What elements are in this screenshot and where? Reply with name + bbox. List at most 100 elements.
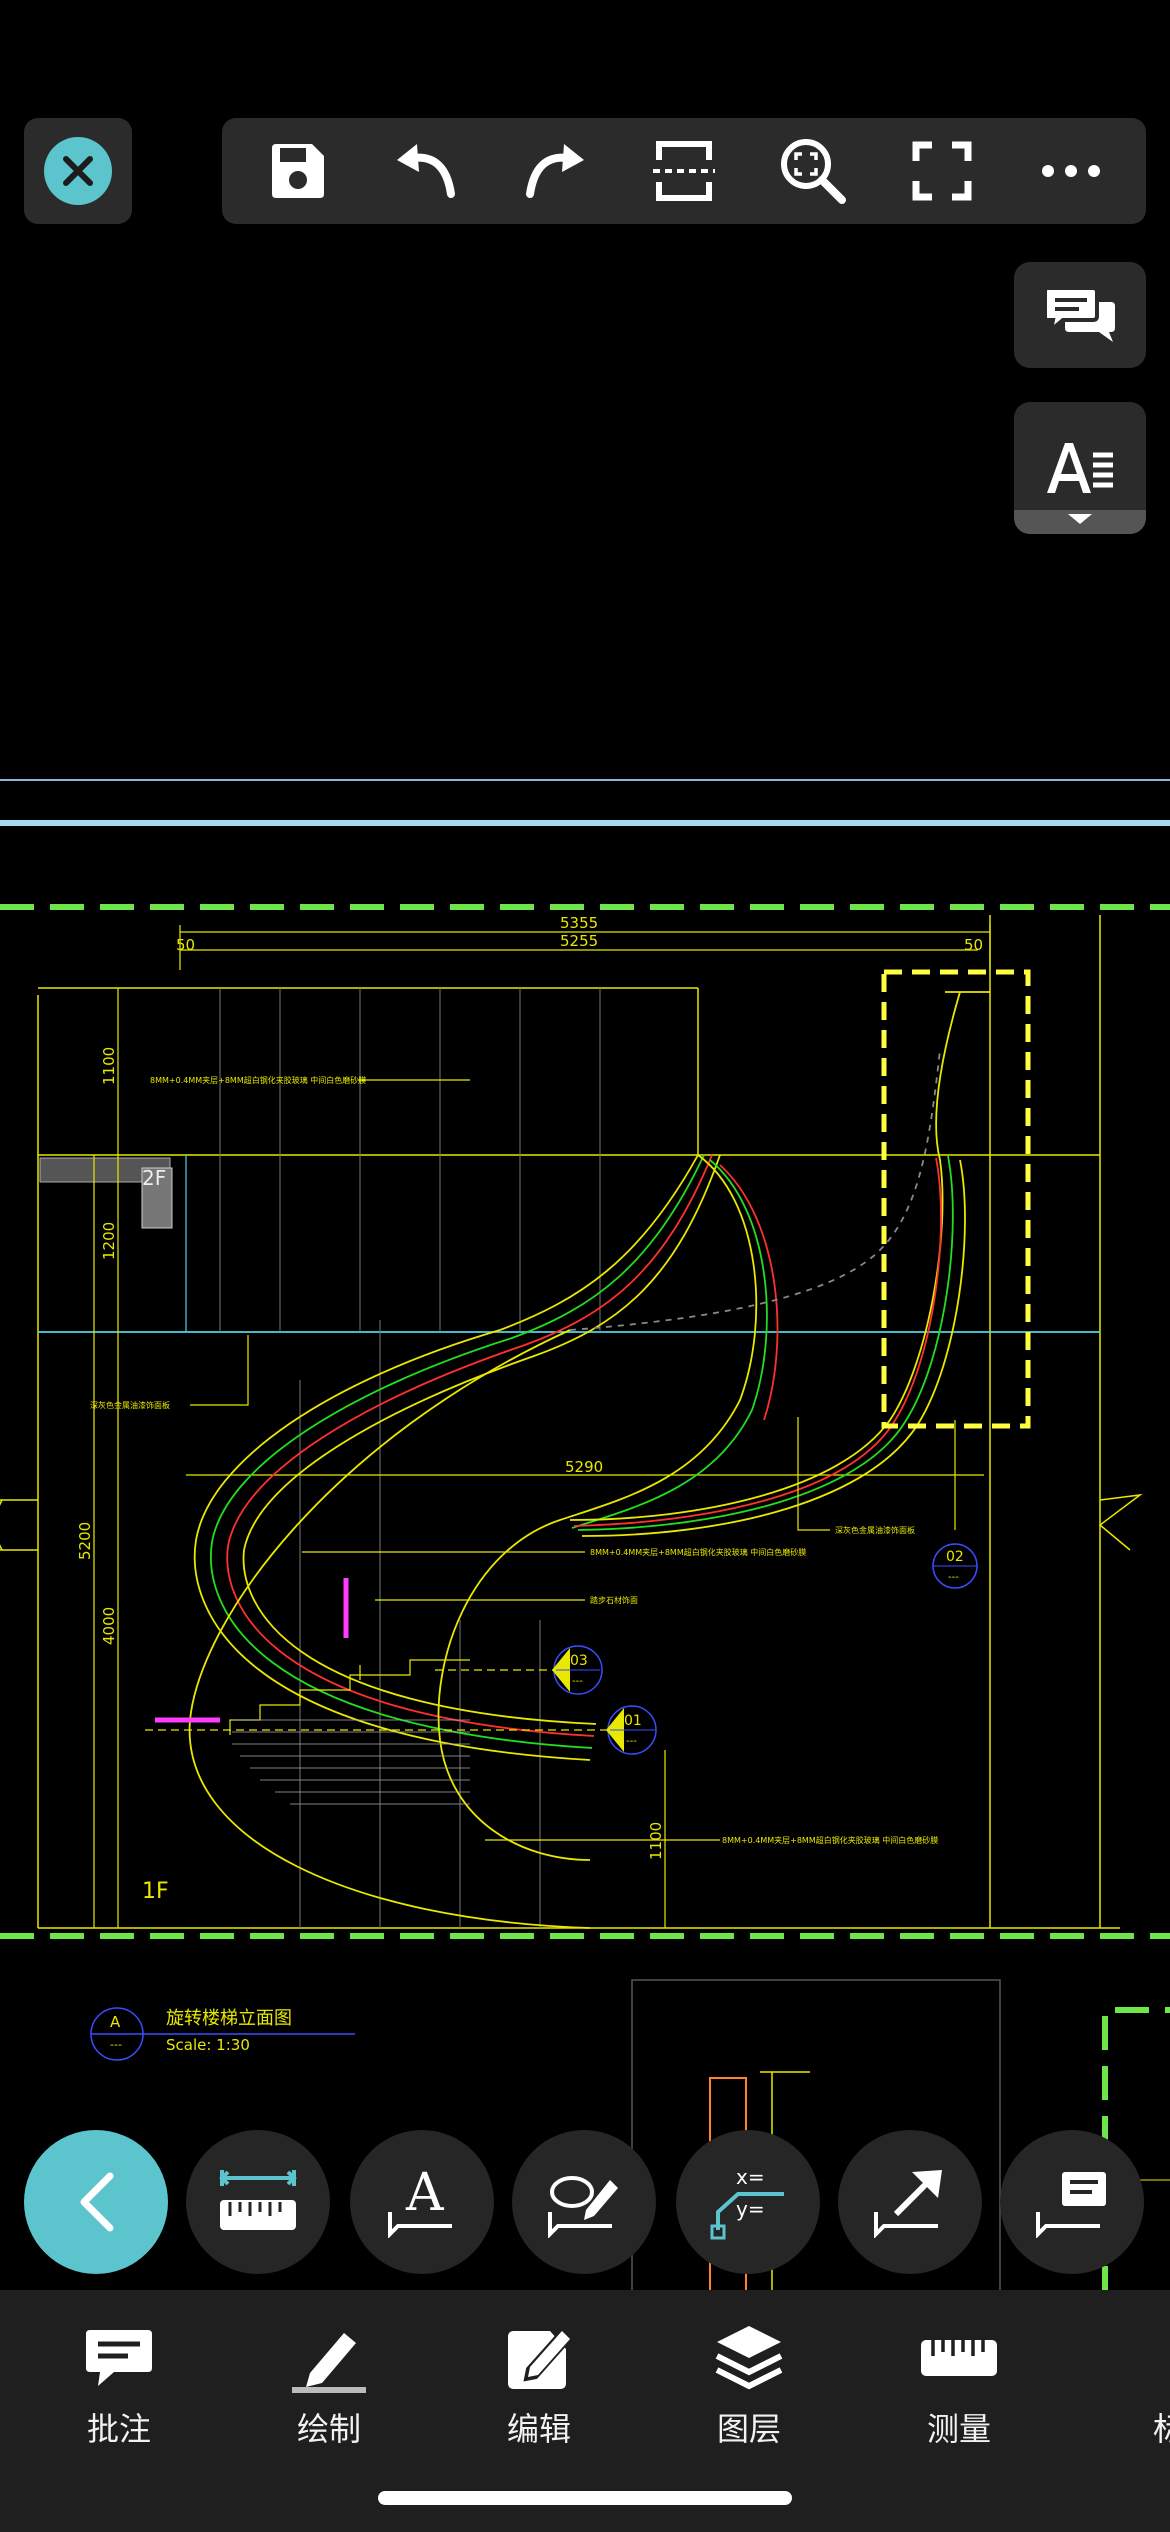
comment-annotation-button[interactable]: [1000, 2130, 1144, 2274]
back-icon: [80, 2172, 114, 2232]
callout-sub: ---: [948, 1572, 959, 1583]
tab-measure[interactable]: 测量: [884, 2320, 1034, 2450]
measure-icon: [921, 2340, 997, 2376]
tab-dimension[interactable]: 标: [1094, 2320, 1170, 2450]
tab-label: 编辑: [506, 2410, 571, 2448]
zoom-extents-button[interactable]: [768, 126, 858, 216]
dim-label: 50: [176, 936, 195, 954]
save-icon: [271, 144, 324, 198]
selection-box-highlight: [881, 969, 1031, 1429]
dim-label: 5355: [560, 914, 598, 932]
dim-label: 4000: [100, 1607, 118, 1645]
wall-frame: [0, 915, 1143, 1929]
chevron-down-icon: [1068, 514, 1092, 524]
annotate-icon: [86, 2330, 152, 2386]
redo-button[interactable]: [510, 126, 600, 216]
note-text: 8MM+0.4MM夹层+8MM超白钢化夹胶玻璃 中间白色磨砂膜: [150, 1075, 366, 1085]
markup-pen-icon: [548, 2176, 618, 2238]
back-button[interactable]: [24, 2130, 168, 2274]
tab-label: 图层: [716, 2410, 781, 2448]
cad-drawing-canvas[interactable]: 2F 5355 5255 50 50 5290 1100 1200 5200 4…: [0, 760, 1170, 2300]
ruler-tool-button[interactable]: [186, 2130, 330, 2274]
title-sub: ---: [110, 2038, 122, 2051]
title-letter: A: [110, 2013, 121, 2031]
note-text: 踏步石材饰面: [590, 1595, 638, 1605]
note-text: 8MM+0.4MM夹层+8MM超白钢化夹胶玻璃 中间白色磨砂膜: [722, 1835, 938, 1845]
stair-treads: [229, 1659, 470, 1735]
undo-icon: [396, 144, 455, 198]
undo-button[interactable]: [381, 126, 471, 216]
tab-draw[interactable]: 绘制: [254, 2320, 404, 2450]
close-button[interactable]: [24, 118, 132, 224]
coord-y-label: y=: [736, 2197, 765, 2221]
callout-number: 03: [570, 1653, 588, 1669]
dim-label: 50: [964, 936, 983, 954]
section-icon: [652, 141, 715, 201]
comment-annotation-icon: [1036, 2172, 1106, 2238]
text-style-button[interactable]: [1014, 402, 1146, 534]
drawing-title: 旋转楼梯立面图: [166, 2008, 292, 2029]
tab-edit[interactable]: 编辑: [464, 2320, 614, 2450]
drawing-scale: Scale: 1:30: [166, 2036, 250, 2054]
dim-label: 5200: [76, 1522, 94, 1560]
callout-number: 02: [946, 1549, 964, 1565]
glass-panel-lines: [219, 988, 601, 1928]
tab-label: 绘制: [296, 2410, 361, 2448]
arrow-annotation-button[interactable]: [838, 2130, 982, 2274]
floor-label-1f: 1F: [142, 1879, 169, 1904]
text-style-icon: [1047, 443, 1113, 493]
edit-icon: [508, 2330, 571, 2389]
leader-lines: [145, 1079, 956, 1841]
dimension-lines: [93, 925, 991, 1928]
tab-annotate[interactable]: 批注: [44, 2320, 194, 2450]
callout-03[interactable]: 03 ---: [552, 1645, 603, 1695]
zoom-extents-icon: [781, 139, 847, 204]
annotation-tool-row: A x= y=: [0, 2130, 1170, 2276]
text-annotation-icon: A: [388, 2166, 452, 2238]
coordinate-tool-button[interactable]: x= y=: [676, 2130, 820, 2274]
tab-label: 标: [1152, 2410, 1170, 2448]
close-icon: [44, 137, 112, 205]
coordinate-icon: x= y=: [710, 2165, 784, 2240]
selection-border-partial: [1102, 2007, 1170, 2300]
callout-number: 01: [624, 1713, 642, 1729]
text-annotation-button[interactable]: A: [350, 2130, 494, 2274]
tab-layers[interactable]: 图层: [674, 2320, 824, 2450]
dim-label: 5255: [560, 932, 598, 950]
dim-label: 1100: [647, 1822, 665, 1860]
home-indicator: [378, 2491, 792, 2505]
tab-label: 批注: [86, 2410, 151, 2448]
note-text: 8MM+0.4MM夹层+8MM超白钢化夹胶玻璃 中间白色磨砂膜: [590, 1547, 806, 1557]
fullscreen-button[interactable]: [897, 126, 987, 216]
section-button[interactable]: [639, 126, 729, 216]
more-icon: [1042, 165, 1101, 177]
drawing-title-block: A --- 旋转楼梯立面图 Scale: 1:30: [90, 2007, 355, 2061]
arrow-annotation-icon: [874, 2170, 942, 2238]
note-text: 深灰色金属油漆饰面板: [835, 1525, 915, 1535]
tread-hatch: [232, 1719, 470, 1805]
draw-icon: [292, 2333, 366, 2393]
tab-label: 测量: [926, 2410, 991, 2448]
ruler-icon: [219, 2170, 297, 2230]
markup-pen-button[interactable]: [512, 2130, 656, 2274]
coord-x-label: x=: [736, 2165, 765, 2189]
callout-02[interactable]: 02 ---: [932, 1543, 978, 1589]
dimension-icon: [1131, 2323, 1170, 2393]
expand-indicator: [1014, 510, 1146, 534]
comments-icon: [1043, 286, 1115, 342]
dim-label: 1100: [100, 1047, 118, 1085]
dim-label: 1200: [100, 1222, 118, 1260]
dim-label: 5290: [565, 1458, 603, 1476]
top-toolbar: [222, 118, 1146, 224]
layers-icon: [715, 2326, 783, 2390]
more-button[interactable]: [1026, 126, 1116, 216]
level-tag-2f: [141, 1167, 173, 1229]
fullscreen-icon: [912, 141, 972, 201]
callout-sub: ---: [626, 1736, 637, 1747]
save-button[interactable]: [252, 126, 342, 216]
redo-icon: [525, 144, 584, 198]
svg-text:A: A: [405, 2166, 445, 2223]
callout-01[interactable]: 01 ---: [606, 1705, 657, 1755]
comments-button[interactable]: [1014, 262, 1146, 368]
callout-sub: ---: [572, 1676, 583, 1687]
